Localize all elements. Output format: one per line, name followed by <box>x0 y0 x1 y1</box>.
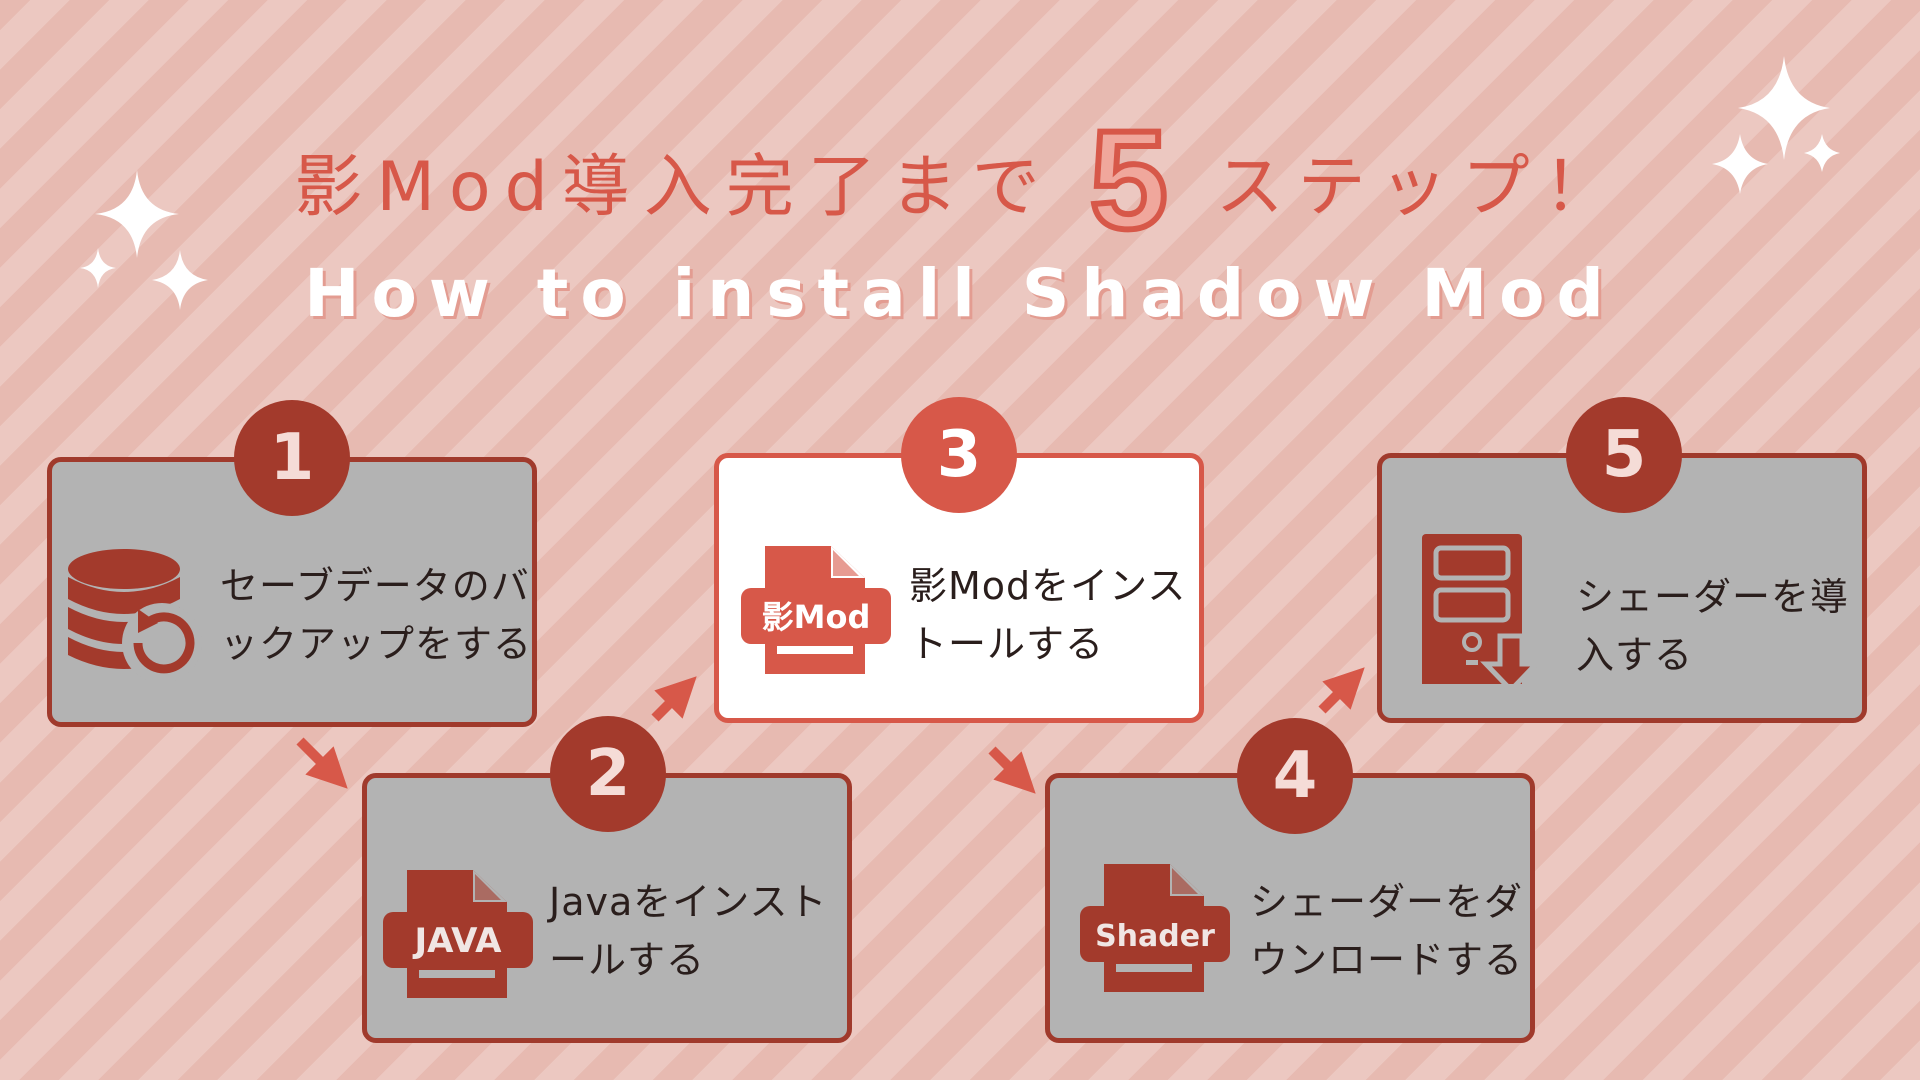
step-4-line-2: ウンロードする <box>1250 938 1524 982</box>
step-3-text: 影Modをインス トールする <box>909 557 1186 673</box>
arrow-1-to-2 <box>296 737 348 789</box>
main-title: 影Mod導入完了まで 5 ステップ！ <box>0 101 1920 258</box>
step-2-line-1: Javaをインスト <box>549 880 828 924</box>
step-1-line-1: セーブデータのバ <box>220 564 530 608</box>
step-number-badge-3: 3 <box>901 397 1017 513</box>
step-5-text: シェーダーを導 入する <box>1576 568 1849 684</box>
step-number-badge-2: 2 <box>550 716 666 832</box>
sparkle-icon <box>80 248 116 288</box>
step-1-text: セーブデータのバ ックアップをする <box>220 557 532 673</box>
sparkle-icon <box>1738 56 1830 160</box>
sparkle-icon <box>95 170 179 258</box>
step-1-line-2: ックアップをする <box>220 622 533 666</box>
title-prefix: 影Mod導入完了まで <box>294 147 1054 227</box>
java-file-icon: JAVA <box>383 870 533 998</box>
step-number-badge-1: 1 <box>234 400 350 516</box>
shadowmod-file-icon: 影Mod <box>741 546 891 674</box>
database-restore-icon <box>68 549 202 683</box>
step-4-text: シェーダーをダ ウンロードする <box>1250 873 1523 989</box>
sparkle-icon <box>152 250 208 310</box>
step-number-badge-5: 5 <box>1566 397 1682 513</box>
step-2-text: Javaをインスト ールする <box>549 873 828 989</box>
step-card-1: セーブデータのバ ックアップをする <box>47 457 537 727</box>
step-number-badge-4: 4 <box>1237 718 1353 834</box>
computer-download-icon <box>1422 534 1542 684</box>
java-icon-label: JAVA <box>413 921 503 961</box>
step-2-line-2: ールする <box>549 938 706 982</box>
arrow-4-to-5 <box>1318 667 1365 714</box>
arrow-3-to-4 <box>988 746 1036 794</box>
subtitle-english: How to install Shadow Mod <box>304 255 1616 332</box>
sparkle-icon <box>1712 134 1768 194</box>
step-3-line-1: 影Modをインス <box>909 564 1187 608</box>
shadowmod-icon-label: 影Mod <box>762 598 871 636</box>
shader-icon-label: Shader <box>1095 919 1215 954</box>
step-4-line-1: シェーダーをダ <box>1250 880 1524 924</box>
title-step-count: 5 <box>1087 101 1171 258</box>
shader-file-icon: Shader <box>1080 864 1230 992</box>
title-suffix: ステップ！ <box>1215 147 1626 227</box>
step-5-line-2: 入する <box>1576 633 1694 677</box>
step-3-line-2: トールする <box>909 622 1105 666</box>
step-5-line-1: シェーダーを導 <box>1576 575 1850 619</box>
sparkle-icon <box>1804 134 1840 172</box>
arrow-2-to-3 <box>651 676 697 722</box>
